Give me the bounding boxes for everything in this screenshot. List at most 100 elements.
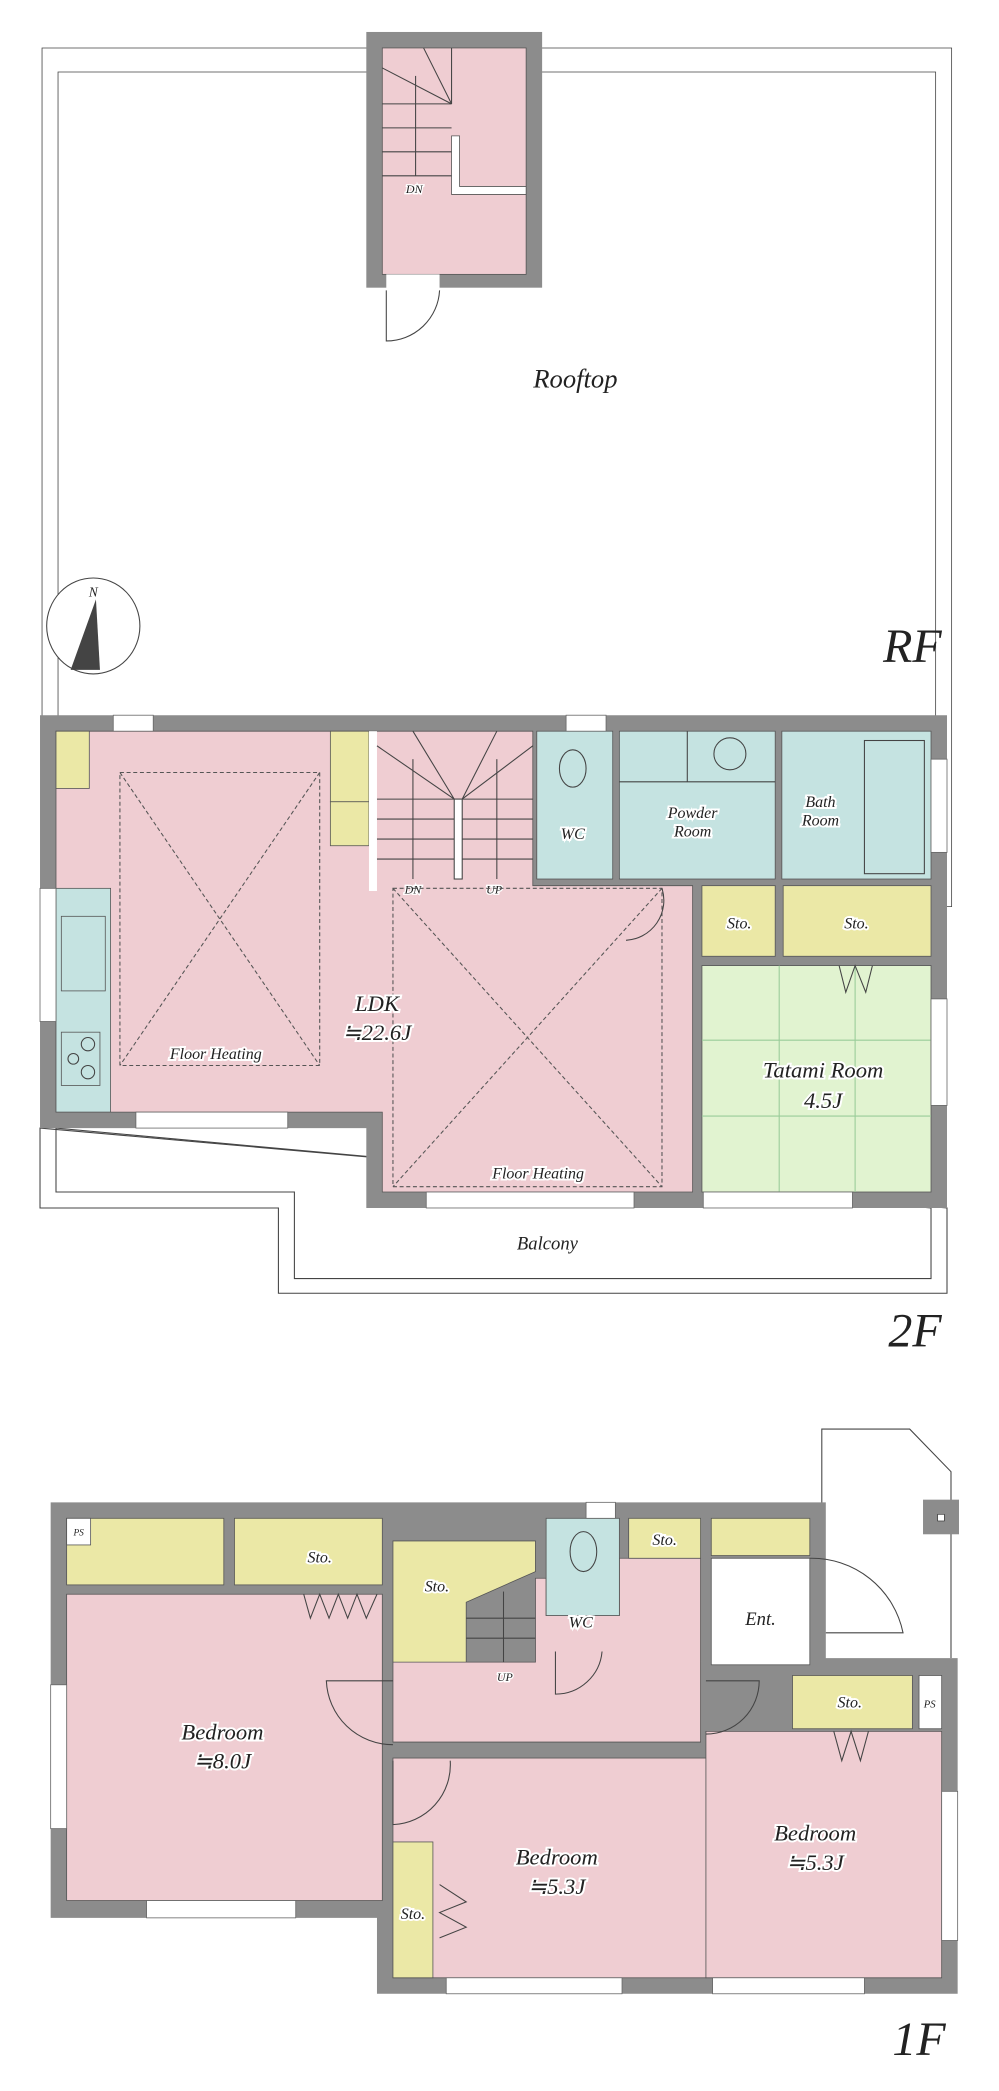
compass-north-label: N — [88, 585, 99, 600]
storage — [792, 1675, 913, 1730]
window — [135, 1111, 289, 1129]
tatami-room-label: Tatami Room — [763, 1057, 883, 1082]
rf-floor-label: RF — [882, 620, 942, 673]
bedroom-size: ≒5.3J — [528, 1874, 586, 1899]
closet — [55, 730, 90, 789]
rooftop-door-opening — [386, 274, 440, 291]
storage — [234, 1517, 383, 1586]
window — [445, 1977, 623, 1995]
north-arrow-icon — [70, 599, 100, 670]
ps-label: PS — [923, 1699, 936, 1710]
2f-stairs[interactable] — [376, 730, 534, 880]
storage — [701, 885, 776, 957]
closet — [329, 801, 370, 847]
bathtub-icon — [863, 739, 925, 875]
partition-wall — [368, 731, 377, 892]
2f-floor-label: 2F — [888, 1304, 942, 1357]
window — [930, 998, 948, 1106]
stove-icon — [60, 1031, 101, 1086]
storage-label: Sto. — [425, 1579, 449, 1596]
rooftop-floor-plan: DN Rooftop N RF — [41, 31, 953, 907]
door[interactable] — [554, 1651, 603, 1695]
rf-stairs — [382, 47, 453, 177]
door[interactable] — [625, 888, 665, 941]
wc-label: WC — [569, 1615, 593, 1632]
bath-room-label: Room — [801, 813, 839, 830]
folding-door[interactable] — [438, 1884, 468, 1939]
wc-room — [536, 730, 614, 880]
bedroom-label: Bedroom — [774, 1821, 856, 1846]
tatami-mats — [701, 965, 932, 1193]
storage-label: Sto. — [401, 1906, 425, 1923]
bedroom-size: ≒5.3J — [786, 1850, 844, 1875]
bath-room-label: Bath — [805, 794, 835, 811]
bedroom-8j — [66, 1593, 383, 1901]
1f-stairs[interactable] — [466, 1591, 536, 1663]
porch-outline — [821, 1428, 952, 1659]
storage-label: Sto. — [838, 1694, 862, 1711]
compass: N — [46, 577, 141, 675]
storage-label: Sto. — [307, 1549, 331, 1566]
tatami-room — [701, 965, 932, 1193]
window — [50, 1684, 68, 1830]
window — [146, 1900, 297, 1919]
2f-stairs-up-label: UP — [486, 883, 502, 897]
door[interactable] — [705, 1680, 760, 1735]
floor-heating-area — [392, 887, 663, 1188]
sink-icon — [60, 915, 106, 992]
window — [930, 758, 948, 853]
folding-door[interactable] — [303, 1592, 378, 1620]
tatami-room-size: 4.5J — [804, 1088, 843, 1113]
window — [712, 1977, 865, 1995]
washbasin-icon — [713, 737, 747, 771]
storage-under-stairs — [392, 1540, 536, 1663]
closet — [329, 730, 370, 803]
ldk-size: ≒22.6J — [343, 1020, 413, 1045]
window — [702, 1191, 853, 1209]
window — [565, 714, 607, 732]
ldk-label: LDK — [354, 991, 401, 1016]
folding-door[interactable] — [838, 964, 873, 995]
bedroom-size: ≒8.0J — [194, 1749, 252, 1774]
entrance — [710, 1557, 811, 1666]
window — [425, 1191, 635, 1209]
balcony-label: Balcony — [517, 1233, 579, 1254]
window — [585, 1501, 616, 1519]
rooftop-door[interactable] — [385, 290, 441, 342]
stair-rail — [451, 135, 527, 195]
door[interactable] — [392, 1760, 451, 1826]
ps-box — [66, 1517, 92, 1546]
door[interactable] — [325, 1680, 393, 1746]
storage — [782, 885, 932, 957]
bath-room — [781, 730, 932, 880]
second-floor-plan: DN UP LDK ≒22.6J Floor Heating Floor — [39, 714, 948, 1357]
powder-room-label: Powder — [667, 805, 718, 822]
storage — [628, 1517, 702, 1559]
bedroom-label: Bedroom — [181, 1719, 263, 1744]
toilet-icon — [569, 1531, 598, 1573]
floor-heating-label: Floor Heating — [491, 1166, 584, 1183]
storage-label: Sto. — [652, 1532, 676, 1549]
entrance-label: Ent. — [744, 1609, 776, 1630]
entrance-door[interactable] — [809, 1557, 904, 1634]
first-floor-plan: Bedroom ≒8.0J Bedroom ≒5.3J Bedroom ≒5.3… — [50, 1428, 959, 2066]
1f-stairs-up-label: UP — [497, 1670, 513, 1684]
storage-label: Sto. — [844, 915, 868, 932]
folding-door[interactable] — [833, 1729, 869, 1763]
rooftop-label: Rooftop — [532, 364, 617, 394]
1f-floor-label: 1F — [892, 2013, 946, 2066]
window — [112, 714, 154, 732]
2f-stairs-dn-label: DN — [404, 883, 423, 897]
storage-label: Sto. — [727, 915, 751, 932]
floor-heating-label: Floor Heating — [169, 1046, 262, 1063]
ps-box — [918, 1675, 943, 1730]
wc-room — [545, 1517, 620, 1616]
shoe-storage — [710, 1517, 811, 1556]
rf-stairs-dn-label: DN — [405, 182, 424, 196]
ps-label: PS — [72, 1529, 84, 1539]
powder-room — [618, 730, 776, 880]
storage — [392, 1841, 434, 1979]
wc-label: WC — [561, 826, 585, 843]
powder-room-label: Room — [673, 823, 711, 840]
